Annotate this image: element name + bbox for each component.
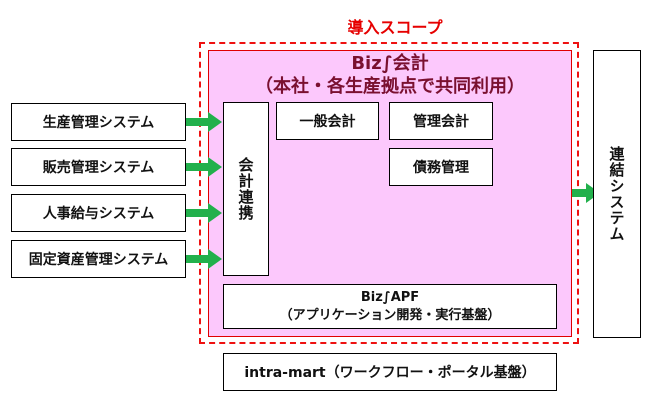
arrow-icon — [186, 249, 222, 269]
biz-accounting-subtitle: （本社・各生産拠点で共同利用） — [255, 76, 525, 97]
intramart-box[interactable]: intra-mart（ワークフロー・ポータル基盤） — [223, 353, 557, 391]
biz-accounting-title: Biz∫会計 — [351, 53, 429, 74]
source-system-label: 固定資産管理システム — [28, 252, 169, 268]
scope-title: 導入スコープ — [347, 18, 443, 37]
accounting-link-label: 会計連携 — [236, 157, 255, 221]
biz-apf-subtitle: （アプリケーション開発・実行基盤） — [279, 307, 501, 323]
module-label: 債務管理 — [413, 160, 469, 176]
arrow-icon — [186, 203, 222, 223]
source-system-sales[interactable]: 販売管理システム — [11, 148, 186, 186]
arrow-icon — [186, 157, 222, 177]
consolidation-system-label: 連結システム — [607, 146, 626, 242]
arrow-icon — [186, 112, 222, 132]
intramart-label: intra-mart（ワークフロー・ポータル基盤） — [244, 365, 536, 381]
biz-apf-title: Biz∫APF — [360, 289, 420, 305]
consolidation-system-box[interactable]: 連結システム — [593, 50, 641, 338]
source-system-label: 人事給与システム — [42, 206, 155, 222]
source-system-label: 販売管理システム — [42, 160, 155, 176]
source-system-production[interactable]: 生産管理システム — [11, 103, 186, 141]
module-management-accounting[interactable]: 管理会計 — [389, 102, 493, 140]
source-system-fixed-assets[interactable]: 固定資産管理システム — [11, 240, 186, 278]
module-accounts-payable[interactable]: 債務管理 — [389, 148, 493, 186]
accounting-link-box[interactable]: 会計連携 — [223, 102, 269, 276]
source-system-label: 生産管理システム — [42, 115, 155, 131]
module-label: 一般会計 — [299, 114, 356, 130]
biz-apf-box[interactable]: Biz∫APF （アプリケーション開発・実行基盤） — [223, 284, 557, 329]
module-label: 管理会計 — [413, 114, 469, 130]
module-general-accounting[interactable]: 一般会計 — [276, 102, 379, 140]
biz-accounting-header: Biz∫会計 （本社・各生産拠点で共同利用） — [208, 52, 572, 98]
source-system-hr-payroll[interactable]: 人事給与システム — [11, 194, 186, 232]
